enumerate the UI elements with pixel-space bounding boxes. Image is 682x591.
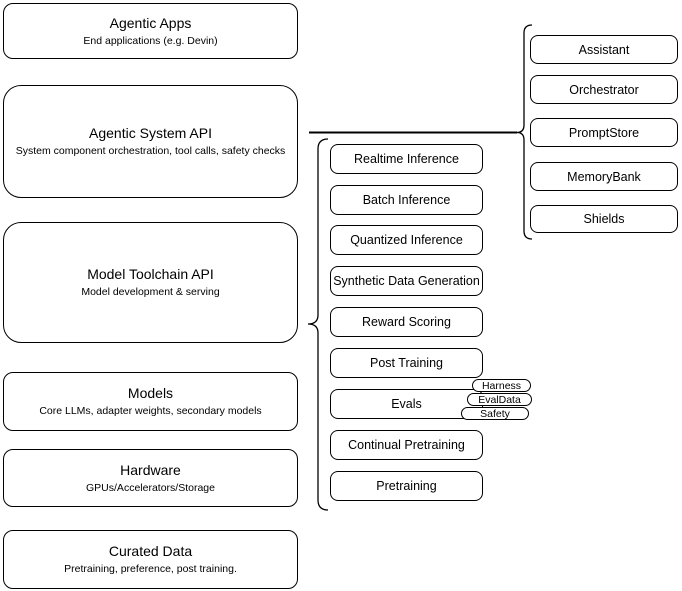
layer-title: Models [127,385,174,401]
layer-title: Agentic System API [89,125,212,141]
node-assistant: Assistant [530,35,678,64]
node-realtime-inference: Realtime Inference [330,144,483,174]
layer-subtitle: Model development & serving [81,286,220,298]
toolchain-brace [307,138,329,511]
node-synthetic-data-generation: Synthetic Data Generation [330,266,483,296]
layer-agentic-apps: Agentic Apps End applications (e.g. Devi… [3,3,298,59]
tag-harness: Harness [472,379,531,392]
node-continual-pretraining: Continual Pretraining [330,430,483,460]
layer-subtitle: System component orchestration, tool cal… [15,145,286,157]
layer-model-toolchain-api: Model Toolchain API Model development & … [3,222,298,343]
layer-title: Agentic Apps [109,14,192,31]
node-shields: Shields [530,205,678,233]
layer-title: Hardware [120,461,181,478]
layer-title: Curated Data [108,543,193,559]
node-evals: Evals [330,389,483,419]
node-reward-scoring: Reward Scoring [330,307,483,337]
node-post-training: Post Training [330,348,483,378]
layer-title: Model Toolchain API [87,266,214,282]
node-quantized-inference: Quantized Inference [330,225,483,255]
layer-subtitle: Core LLMs, adapter weights, secondary mo… [39,405,262,417]
tag-evaldata: EvalData [467,393,532,406]
node-pretraining: Pretraining [330,471,483,501]
layer-hardware: Hardware GPUs/Accelerators/Storage [3,449,298,507]
layer-curated-data: Curated Data Pretraining, preference, po… [3,530,298,589]
node-batch-inference: Batch Inference [330,185,483,215]
node-memorybank: MemoryBank [530,162,678,191]
layer-subtitle: End applications (e.g. Devin) [83,34,218,47]
layer-agentic-system-api: Agentic System API System component orch… [3,85,298,198]
layer-subtitle: Pretraining, preference, post training. [64,563,237,575]
layer-subtitle: GPUs/Accelerators/Storage [86,481,215,494]
layer-models: Models Core LLMs, adapter weights, secon… [3,372,298,431]
node-orchestrator: Orchestrator [530,75,678,104]
tag-safety: Safety [461,407,529,420]
node-promptstore: PromptStore [530,118,678,147]
